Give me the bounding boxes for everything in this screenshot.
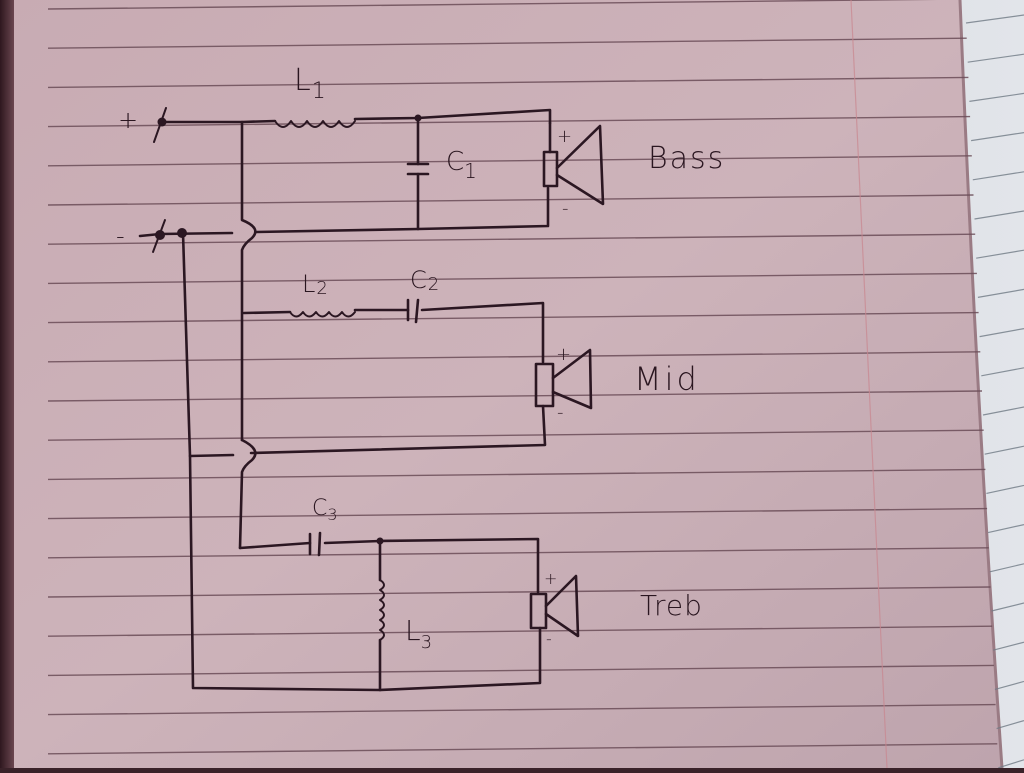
junction-dot xyxy=(377,538,384,545)
speaker-label-treble: Treb xyxy=(640,589,703,622)
speaker-minus-sign: - xyxy=(562,198,569,219)
binding-shadow xyxy=(0,0,14,768)
speaker-plus-sign: + xyxy=(556,344,571,365)
speaker-label-mid: Mid xyxy=(634,360,700,398)
wire-negative-mid-link xyxy=(190,455,233,456)
negative-terminal-label: - xyxy=(116,222,125,250)
speaker-minus-sign: - xyxy=(557,402,564,423)
wire-mid-input xyxy=(244,312,290,313)
wire-positive-input xyxy=(160,121,275,122)
capacitor-plate xyxy=(319,533,320,555)
positive-terminal-label: + xyxy=(118,106,138,134)
junction-dot xyxy=(415,115,422,122)
speaker-plus-sign: + xyxy=(557,126,572,147)
speaker-plus-sign: + xyxy=(544,569,557,588)
speaker-minus-sign: - xyxy=(546,629,552,648)
speaker-label-bass: Bass xyxy=(648,141,725,176)
paper-sheet xyxy=(0,0,1002,768)
junction-dot xyxy=(177,228,187,238)
